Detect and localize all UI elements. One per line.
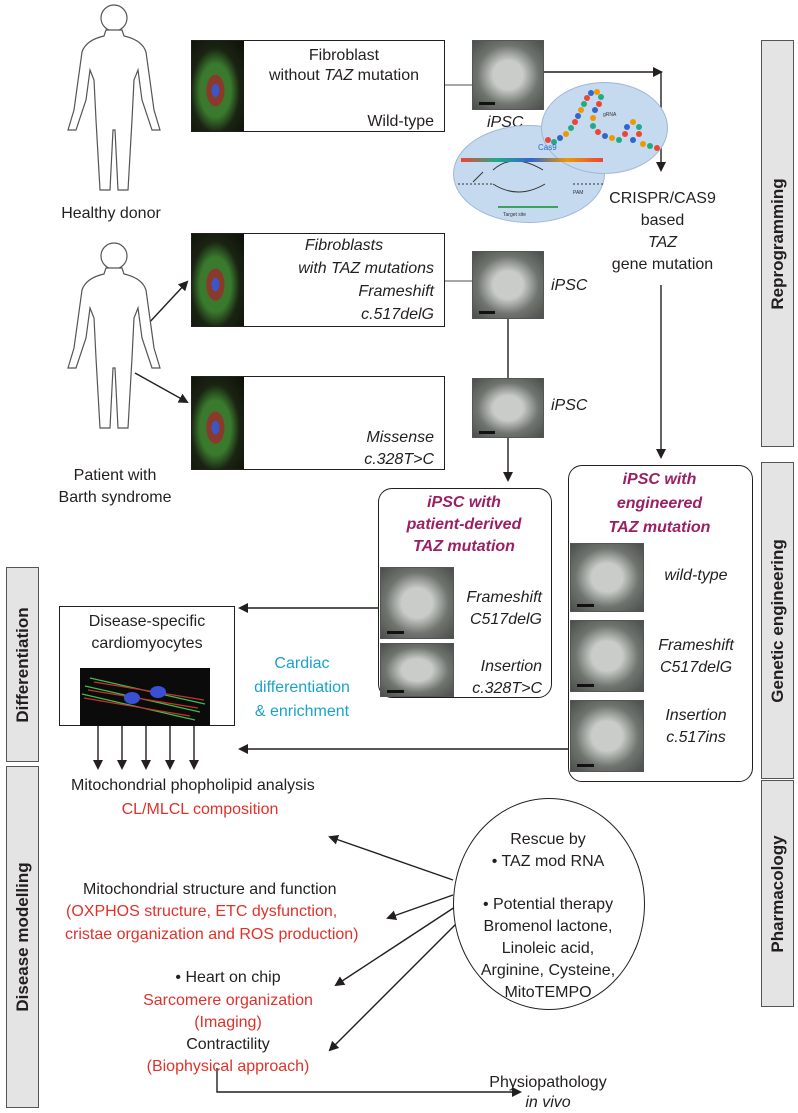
fibroblast-mut-line3: Frameshift (358, 283, 434, 300)
fibroblast-missense-box (191, 376, 445, 470)
ipsc-label: iPSC (551, 277, 588, 294)
disease-modelling-panel: Disease modelling (6, 766, 39, 1108)
rescue-ellipse (453, 798, 645, 1010)
cardiac-line-2: differentiation (254, 679, 350, 696)
eng-ins-1: Insertion (665, 707, 727, 724)
fibroblast-image (192, 377, 244, 469)
pharmacology-label: Pharmacology (767, 834, 787, 953)
crispr-target-text: Target site (503, 212, 526, 218)
sarcomere-red-2: (Imaging) (194, 1014, 262, 1031)
rescue-line-1: Rescue by (510, 831, 586, 848)
cardiomyocyte-image (80, 668, 210, 726)
fibroblast-frameshift-box (191, 233, 445, 327)
reprogramming-label: Reprogramming (767, 177, 787, 310)
patient-fs-1: Frameshift (466, 589, 542, 606)
physio-line-2: in vivo (525, 1094, 571, 1111)
eng-fs-1: Frameshift (658, 637, 734, 654)
contractility: Contractility (186, 1036, 270, 1053)
mito-sf-red-2: cristae organization and ROS production) (65, 926, 359, 943)
eng-wt: wild-type (664, 567, 728, 584)
disease-modelling-label: Disease modelling (12, 862, 32, 1012)
contractility-red: (Biophysical approach) (146, 1058, 310, 1075)
differentiation-panel: Differentiation (6, 567, 39, 762)
rescue-line-7: MitoTEMPO (504, 984, 592, 1001)
fibroblast-image (192, 41, 244, 131)
healthy-donor-figure-icon (67, 4, 161, 191)
ipsc-image (570, 700, 644, 772)
physio-line-1: Physiopathology (489, 1074, 607, 1091)
patient-box-title-3: TAZ mutation (413, 538, 515, 555)
ipsc-image (380, 567, 454, 639)
genetic-engineering-label: Genetic engineering (767, 538, 787, 703)
differentiation-label: Differentiation (12, 606, 32, 723)
mito-sf-red-1: (OXPHOS structure, ETC dysfunction, (66, 903, 338, 920)
healthy-donor-label: Healthy donor (61, 205, 161, 222)
ipsc-image (380, 643, 454, 697)
crispr-pam-text: PAM (573, 190, 583, 196)
crispr-label-2: based (640, 212, 685, 229)
fibroblast-mut-line1: Fibroblasts (304, 237, 384, 254)
patient-box-title-2: patient-derived (406, 516, 522, 533)
ipsc-image (472, 40, 544, 110)
fibroblast-image (192, 234, 244, 326)
eng-box-title-2: engineered (616, 495, 703, 512)
ipsc-image (472, 251, 544, 319)
patient-box-title-1: iPSC with (427, 494, 501, 511)
rescue-line-3: • Potential therapy (482, 896, 614, 913)
patient-ins-1: Insertion (480, 658, 542, 675)
fibroblast-wt-line1: Fibroblast (308, 47, 380, 64)
patient-ins-2: c.328T>C (472, 680, 542, 697)
eng-box-title-1: iPSC with (622, 471, 697, 488)
mito-pl-red: CL/MLCL composition (121, 801, 279, 818)
ipsc-image (570, 620, 644, 692)
ipsc-label: iPSC (551, 397, 588, 414)
eng-box-title-3: TAZ mutation (608, 519, 711, 536)
mito-pl: Mitochondrial phopholipid analysis (71, 777, 315, 794)
heart-chip: • Heart on chip (175, 969, 281, 986)
sarcomere-red-1: Sarcomere organization (143, 992, 313, 1009)
crispr-label-1: CRISPR/CAS9 (609, 190, 716, 207)
reprogramming-panel: Reprogramming (761, 40, 794, 447)
rescue-line-4: Bromenol lactone, (483, 918, 613, 935)
eng-fs-2: C517delG (659, 659, 733, 676)
patient-label-2: Barth syndrome (58, 489, 172, 506)
mito-sf: Mitochondrial structure and function (83, 881, 337, 898)
crispr-cas9-text: Cas9 (538, 143, 557, 152)
cardiac-line-1: Cardiac (274, 655, 330, 672)
cm-line-1: Disease-specific (88, 613, 206, 630)
cardiac-line-3: & enrichment (254, 703, 350, 720)
pharmacology-panel: Pharmacology (761, 780, 794, 1007)
rescue-line-5: Linoleic acid, (501, 940, 595, 957)
patient-figure-icon (67, 242, 161, 429)
ipsc-image (570, 543, 644, 612)
fibroblast-mut-line4: c.517delG (361, 306, 434, 323)
fibroblast-wt-line2: without TAZ mutation (269, 67, 419, 84)
fibroblast-wildtype-box (191, 40, 445, 132)
fibroblast-mut-line2: with TAZ mutations (298, 260, 434, 277)
ipsc-image (472, 378, 544, 438)
crispr-label-4: gene mutation (611, 256, 714, 273)
rescue-line-2: • TAZ mod RNA (491, 853, 605, 870)
crispr-grna-text: gRNA (603, 112, 617, 118)
patient-fs-2: C517delG (469, 611, 542, 628)
fibroblast-mis-line1: Missense (366, 429, 434, 446)
patient-label-1: Patient with (73, 467, 157, 484)
crispr-label-3: TAZ (647, 234, 678, 251)
rescue-line-6: Arginine, Cysteine, (480, 962, 616, 979)
fibroblast-mis-line2: c.328T>C (364, 451, 434, 468)
crispr-cas9-icon: Cas9 gRNA Target site PAM (458, 89, 660, 218)
cm-line-2: cardiomyocytes (91, 635, 203, 652)
genetic-engineering-panel: Genetic engineering (761, 462, 794, 779)
fibroblast-wt-type: Wild-type (367, 113, 434, 130)
eng-ins-2: c.517ins (666, 729, 726, 746)
